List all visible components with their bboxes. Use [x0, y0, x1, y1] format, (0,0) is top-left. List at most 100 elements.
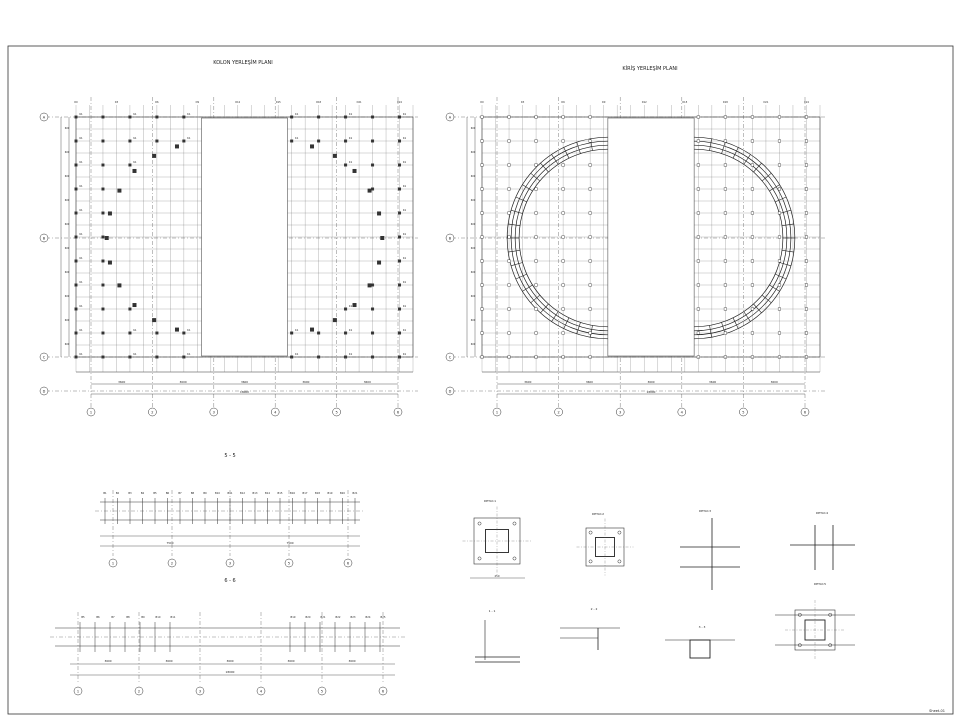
- column-marker: [804, 259, 808, 263]
- column-marker: [588, 139, 592, 143]
- column-marker: [750, 283, 754, 287]
- detail-2-bolt: [588, 530, 593, 535]
- column-marker: [344, 163, 348, 167]
- column-marker: [101, 115, 105, 119]
- column-marker: [480, 187, 484, 191]
- axis-bubble-5-label: 5: [335, 410, 337, 414]
- column-marker: [723, 235, 727, 239]
- axis-bubble-label: 5: [288, 561, 290, 565]
- column-tag: K1: [403, 208, 407, 212]
- column-marker: [367, 188, 372, 193]
- radial-beam: [721, 142, 726, 154]
- radial-beam: [732, 317, 739, 329]
- axis-bubble: [284, 558, 294, 568]
- column-marker: [507, 163, 511, 167]
- column-marker: [74, 211, 78, 215]
- detail-title: DETAY-4: [816, 511, 828, 515]
- radial-beam: [522, 284, 533, 292]
- axis-bubble-D-label: D: [449, 389, 452, 393]
- column-marker: [750, 163, 754, 167]
- column-marker: [290, 115, 294, 119]
- dimension-text: 600: [471, 175, 476, 178]
- column-marker: [777, 235, 781, 239]
- column-tag: K1: [403, 280, 407, 284]
- column-marker: [696, 115, 700, 119]
- radial-beam: [563, 317, 570, 329]
- axis-bubble-5: [332, 407, 341, 417]
- column-marker: [107, 260, 112, 265]
- column-tag: K1: [79, 232, 83, 236]
- member-tag: B20: [340, 491, 345, 495]
- axis-bubble-2-label: 2: [138, 689, 140, 693]
- column-marker: [74, 187, 78, 191]
- radial-beam: [576, 322, 581, 334]
- column-marker: [723, 163, 727, 167]
- radial-beam: [515, 273, 527, 280]
- section-b-title: 6 - 6: [224, 578, 235, 584]
- member-tag: B17: [303, 491, 308, 495]
- marker-text: D15: [276, 101, 281, 104]
- column-marker: [132, 168, 137, 173]
- axis-bubble-C: [39, 352, 49, 362]
- plan-left-title: KOLON YERLEŞİM PLANI: [213, 59, 273, 66]
- dimension-text: 600: [65, 223, 70, 226]
- axis-bubble-A-label: A: [43, 115, 46, 119]
- dimension-text: 3600: [364, 380, 371, 384]
- column-marker: [155, 331, 159, 335]
- axis-bubble-B: [445, 233, 455, 243]
- member-tag: B22: [336, 615, 341, 619]
- column-marker: [101, 187, 105, 191]
- column-tag: K1: [133, 112, 137, 116]
- dimension-text: 600: [471, 247, 476, 250]
- axis-bubble-C-label: C: [43, 355, 46, 359]
- axis-bubble-3-label: 3: [619, 410, 621, 414]
- dimension-text: 600: [65, 319, 70, 322]
- column-tag: K1: [295, 352, 299, 356]
- column-marker: [696, 211, 700, 215]
- column-marker: [310, 327, 315, 332]
- column-marker: [128, 139, 132, 143]
- dimension-text: 600: [65, 271, 70, 274]
- radial-beam: [732, 147, 739, 159]
- dimension-text: 600: [471, 223, 476, 226]
- column-tag: K1: [79, 352, 83, 356]
- axis-bubble-5-label: 5: [321, 689, 323, 693]
- axis-bubble-B-label: B: [449, 236, 452, 240]
- member-tag: B19: [291, 615, 296, 619]
- axis-bubble-A-label: A: [449, 115, 452, 119]
- column-marker: [588, 163, 592, 167]
- marker-text: D9: [196, 101, 200, 104]
- column-tag: K1: [403, 304, 407, 308]
- column-marker: [561, 235, 565, 239]
- column-tag: K1: [187, 328, 191, 332]
- member-tag: B19: [328, 491, 333, 495]
- column-marker: [750, 331, 754, 335]
- axis-bubble-1-label: 1: [90, 410, 92, 414]
- radial-beam: [769, 284, 780, 292]
- column-tag: K1: [79, 304, 83, 308]
- dimension-text: 600: [65, 247, 70, 250]
- column-marker: [723, 115, 727, 119]
- column-marker: [561, 115, 565, 119]
- column-marker: [696, 235, 700, 239]
- axis-bubble-1-label: 1: [496, 410, 498, 414]
- axis-bubble-4: [256, 686, 266, 696]
- radial-beam: [530, 172, 541, 182]
- column-marker: [507, 283, 511, 287]
- column-marker: [174, 144, 179, 149]
- column-marker: [332, 318, 337, 323]
- column-marker: [398, 235, 402, 239]
- axis-bubble-6: [393, 407, 403, 417]
- member-tag: B12: [240, 491, 245, 495]
- column-tag: K1: [133, 352, 137, 356]
- marker-text: D3: [115, 101, 119, 104]
- column-marker: [344, 115, 348, 119]
- column-marker: [480, 259, 484, 263]
- column-marker: [371, 331, 375, 335]
- column-marker: [480, 235, 484, 239]
- column-marker: [723, 259, 727, 263]
- column-tag: K1: [349, 304, 353, 308]
- column-marker: [74, 307, 78, 311]
